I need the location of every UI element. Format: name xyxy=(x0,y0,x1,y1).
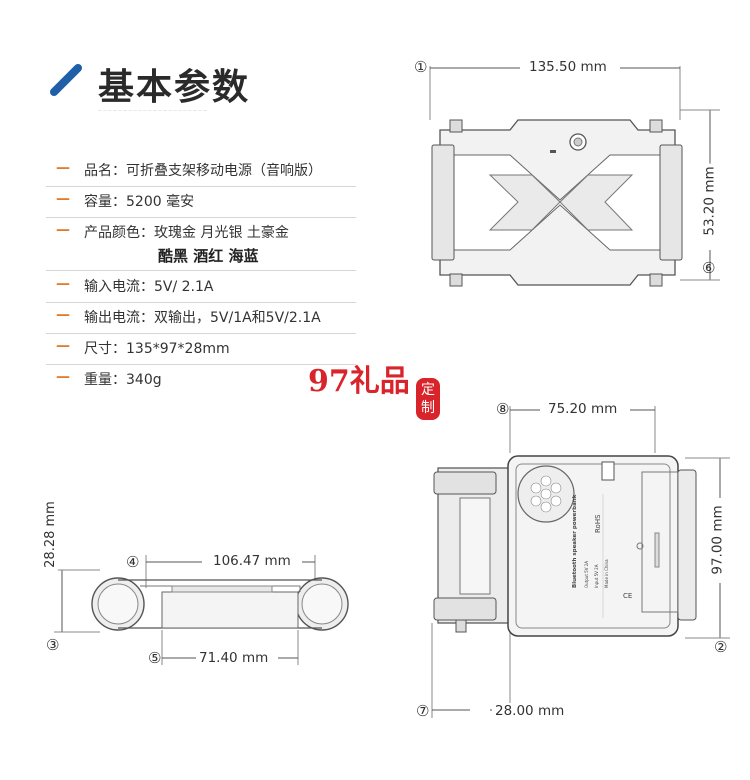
dim-5-value: 71.40 mm xyxy=(196,650,272,666)
dim-7-value: 28.00 mm xyxy=(492,703,568,719)
dim-3-marker: ③ xyxy=(46,636,60,654)
dim-6-marker: ⑥ xyxy=(702,259,716,277)
spec-row-weight: —重量：340g xyxy=(56,369,162,388)
svg-text:Output 5V 2A: Output 5V 2A xyxy=(584,561,589,588)
spec-input: 输入电流：5V/ 2.1A xyxy=(84,279,214,295)
spec-row-input: —输入电流：5V/ 2.1A xyxy=(46,276,356,303)
back-view-drawing: Bluetooth speaker powerbank Output 5V 2A… xyxy=(431,406,730,718)
dim-4-marker: ④ xyxy=(126,553,140,571)
spec-row-size: —尺寸：135*97*28mm xyxy=(46,338,356,365)
top-view-drawing xyxy=(429,66,720,287)
title-icon xyxy=(48,62,84,98)
seal-text: 定制 xyxy=(421,382,435,416)
spec-row-output: —输出电流：双输出，5V/1A和5V/2.1A xyxy=(46,307,356,334)
dim-6-value: 53.20 mm xyxy=(701,163,718,239)
spec-row-colors: —产品颜色：玫瑰金 月光银 土豪金 酷黑 酒红 海蓝 xyxy=(46,222,356,271)
dim-1-value: 135.50 mm xyxy=(526,59,610,75)
spec-capacity: 容量：5200 毫安 xyxy=(84,194,195,210)
brand-text: 97礼品 xyxy=(308,364,410,399)
svg-text:Input 5V 2A: Input 5V 2A xyxy=(594,564,599,588)
dim-2-value: 97.00 mm xyxy=(709,502,726,578)
page-title: 基本参数 xyxy=(98,67,251,108)
side-view-drawing xyxy=(54,555,349,665)
seal-stamp: 定制 xyxy=(416,378,440,420)
spec-row-capacity: —容量：5200 毫安 xyxy=(46,191,356,218)
dim-3-value: 28.28 mm xyxy=(42,498,58,571)
brand-stamp: 97礼品 xyxy=(308,366,410,398)
label-ce: CE xyxy=(623,592,632,600)
spec-weight: 重量：340g xyxy=(84,372,162,388)
spec-output: 输出电流：双输出，5V/1A和5V/2.1A xyxy=(84,310,321,326)
page-subtitle-rule: —————————————————————— xyxy=(98,108,208,113)
spec-colors-line2: 酷黑 酒红 海蓝 xyxy=(158,247,259,265)
dim-8-value: 75.20 mm xyxy=(545,401,621,417)
spec-row-name: —品名：可折叠支架移动电源（音响版） xyxy=(46,160,356,187)
dim-7-marker: ⑦ xyxy=(416,702,430,720)
dim-2-marker: ② xyxy=(714,638,728,656)
label-rohs: RoHS xyxy=(594,514,602,533)
dim-8-marker: ⑧ xyxy=(496,400,510,418)
label-title: Bluetooth speaker powerbank xyxy=(572,494,578,588)
spec-size: 尺寸：135*97*28mm xyxy=(84,341,230,357)
dim-4-value: 106.47 mm xyxy=(210,553,294,569)
spec-colors: 产品颜色：玫瑰金 月光银 土豪金 xyxy=(84,225,289,241)
dim-1-marker: ① xyxy=(414,58,428,76)
dim-5-marker: ⑤ xyxy=(148,649,162,667)
svg-text:Made in China: Made in China xyxy=(604,559,609,588)
spec-name: 品名：可折叠支架移动电源（音响版） xyxy=(84,163,322,179)
